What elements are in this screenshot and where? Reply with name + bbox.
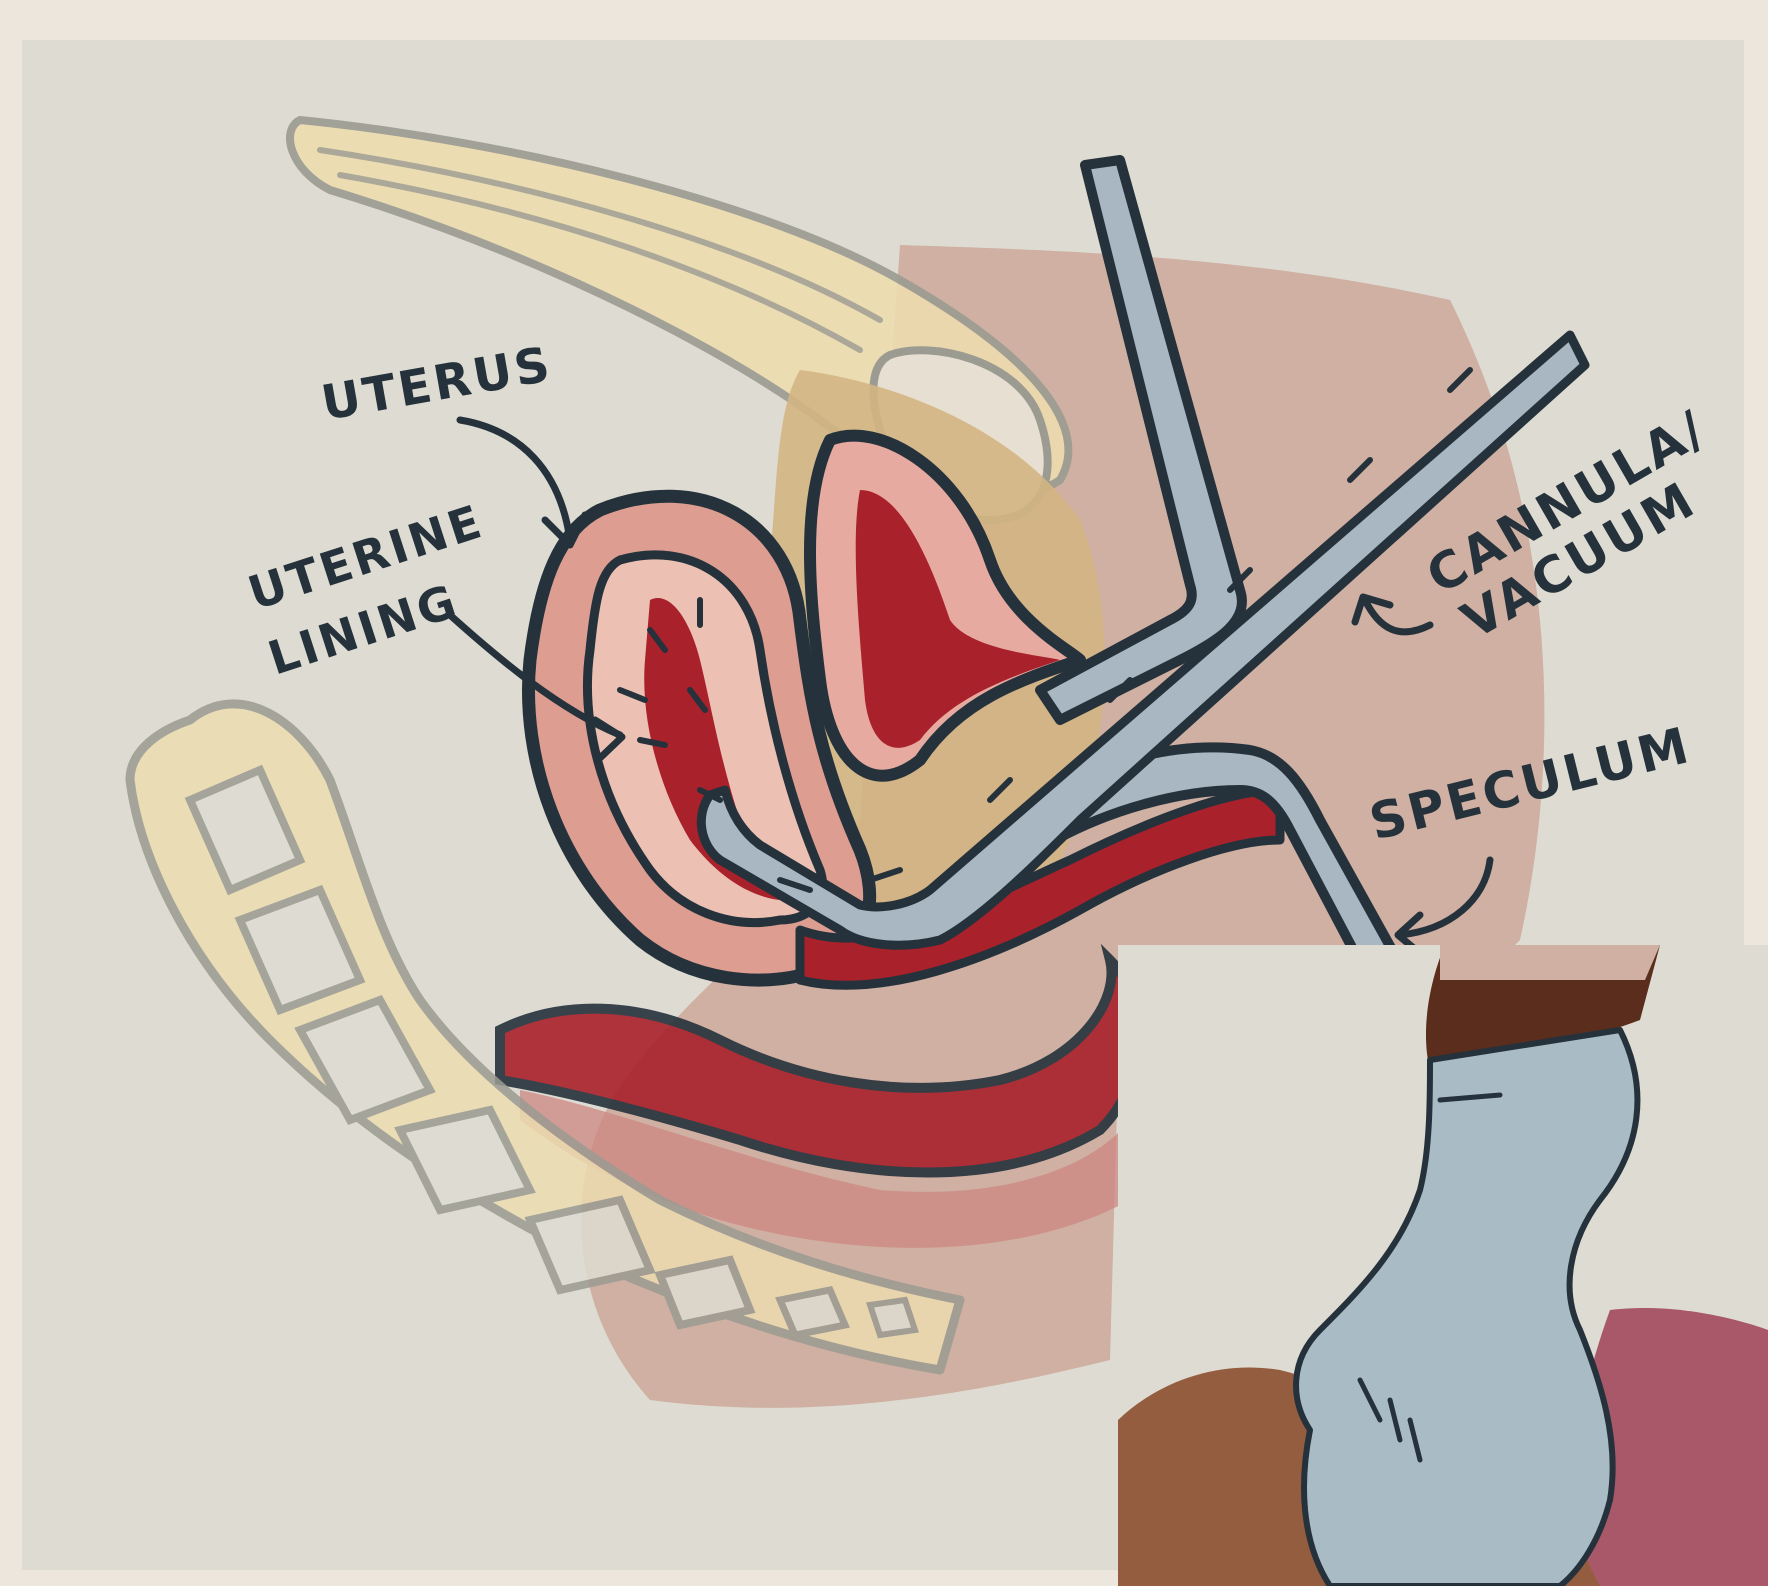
inset-skin-light: [1440, 945, 1660, 980]
inset-panel: [1118, 945, 1768, 1586]
